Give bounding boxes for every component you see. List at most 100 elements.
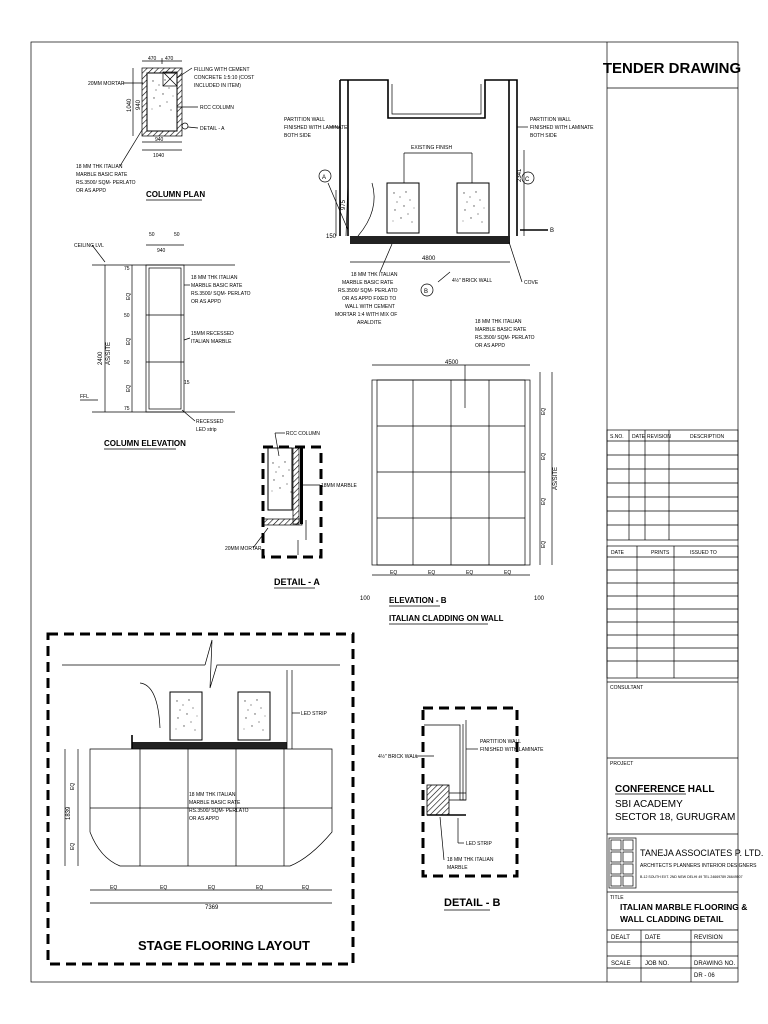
cp-detail-a: DETAIL - A	[200, 126, 225, 132]
col-description: DESCRIPTION	[690, 434, 725, 440]
sp-marble-6: MORTAR 1:4 WITH MIX OF	[335, 312, 397, 318]
sp-d975: 975	[341, 199, 347, 210]
tender-drawing-header: TENDER DRAWING	[603, 60, 741, 77]
cp-dim-top1: 470	[148, 56, 157, 62]
column-elevation-title: COLUMN ELEVATION	[104, 439, 186, 448]
ce-d50c: 50	[124, 313, 130, 319]
ce-marble-3: RS.3500/ SQM- PERLATO	[191, 291, 251, 297]
project-line3: SECTOR 18, GURUGRAM	[615, 812, 735, 823]
sp-cove: COVE	[524, 280, 539, 286]
column-plan: 470 470 1040 940 940 1040 20MM MORTAR FI…	[76, 56, 254, 201]
revision-label: REVISION	[694, 935, 723, 941]
sp-partition-l1: PARTITION WALL	[284, 117, 325, 123]
sf-marble-2: MARBLE BASIC RATE	[189, 800, 241, 806]
project-line2: SBI ACADEMY	[615, 799, 683, 810]
sheet-title-line2: WALL CLADDING DETAIL	[620, 914, 724, 924]
ce-d75b: 75	[124, 406, 130, 412]
da-marble: 18MM MARBLE	[321, 483, 358, 489]
sf-marble-1: 18 MM THK ITALIAN	[189, 792, 236, 798]
elevation-b-title: ELEVATION - B	[389, 596, 447, 605]
eb-as-site: AS/SITE	[553, 467, 559, 490]
firm-address: B-12 SOUTH EXT. 2ND NEW DELHI 49 TEL 246…	[640, 875, 743, 879]
eb-width: 4500	[445, 360, 459, 366]
prints-col-prints: PRINTS	[651, 550, 670, 556]
prints-col-issued: ISSUED TO	[690, 550, 717, 556]
db-marble-1: 18 MM THK ITALIAN	[447, 857, 494, 863]
col-sno: S.NO.	[610, 434, 624, 440]
cp-dim-bot2: 1040	[153, 153, 164, 159]
sp-partition-l3: BOTH SIDE	[284, 133, 312, 139]
drawing-no-label: DRAWING NO.	[694, 961, 735, 967]
ce-eq2: EQ	[126, 338, 132, 345]
sf-depth: 1839	[66, 806, 72, 820]
ce-d15: 15	[184, 380, 190, 386]
sf-led: LED STRIP	[301, 711, 328, 717]
eb-eq-h4: EQ	[504, 570, 511, 576]
sp-marble-3: RS.3500/ SQM- PERLATO	[338, 288, 398, 294]
prints-table: DATE PRINTS ISSUED TO	[606, 545, 739, 679]
job-no-label: JOB NO.	[645, 961, 669, 967]
project-name: CONFERENCE HALL	[615, 784, 714, 795]
ce-marble-2: MARBLE BASIC RATE	[191, 283, 243, 289]
ce-marble-1: 18 MM THK ITALIAN	[191, 275, 238, 281]
revision-table: S.NO. DATE REVISION DESCRIPTION	[606, 429, 739, 541]
consultant-label: CONSULTANT	[610, 685, 643, 691]
cp-dim-top2: 470	[165, 56, 174, 62]
sf-eq-h2: EQ	[160, 885, 167, 891]
ce-marble-4: OR AS APPD	[191, 299, 221, 305]
sp-existing: EXISTING FINISH	[411, 145, 453, 151]
elevation-b: 18 MM THK ITALIAN MARBLE BASIC RATE RS.3…	[360, 319, 559, 625]
sf-eq-v1: EQ	[70, 783, 76, 790]
eb-d100l: 100	[360, 596, 371, 602]
sf-eq-h1: EQ	[110, 885, 117, 891]
firm-subtitle: ARCHITECTS PLANNERS INTERIOR DESIGNERS	[640, 863, 757, 869]
ce-height: 2400	[98, 351, 104, 365]
cp-marble-2: MARBLE BASIC RATE	[76, 172, 128, 178]
sf-eq-h3: EQ	[208, 885, 215, 891]
ce-d50a: 50	[149, 232, 155, 238]
sp-tag-c: C	[525, 177, 530, 183]
title-label: TITLE	[610, 895, 624, 901]
db-marble-2: MARBLE	[447, 865, 468, 871]
sp-tag-b: B	[424, 289, 428, 295]
ce-led-1: RECESSED	[196, 419, 224, 425]
cp-mortar: 20MM MORTAR	[88, 81, 125, 87]
cp-dim-bot1: 940	[155, 137, 164, 143]
sp-tag-a: A	[322, 175, 326, 181]
ce-recess-2: ITALIAN MARBLE	[191, 339, 232, 345]
sp-d4800: 4800	[422, 256, 436, 262]
grid-tag-b	[420, 283, 434, 297]
sp-partition-r2: FINISHED WITH LAMINATE	[530, 125, 594, 131]
db-brick: 4½" BRICK WALL	[378, 753, 418, 760]
sp-marble-4: OR AS APPD FIXED TO	[342, 296, 396, 302]
firm-logo	[608, 837, 637, 889]
sf-width: 7369	[205, 905, 219, 911]
cp-marble-4: OR AS APPD	[76, 188, 106, 194]
ce-ffl: FFL	[80, 394, 89, 400]
elevation-b-subtitle: ITALIAN CLADDING ON WALL	[389, 614, 504, 623]
ce-d75a: 75	[124, 266, 130, 272]
sp-sec-b: B	[550, 228, 554, 234]
ce-d940: 940	[157, 248, 166, 254]
detail-a: RCC COLUMN 18MM MARBLE 20MM MORTAR DETAI…	[225, 431, 358, 589]
ce-ceiling: CEILING LVL	[74, 243, 104, 249]
eb-eq-v4: EQ	[541, 541, 547, 548]
project-label: PROJECT	[610, 761, 633, 767]
cp-dim-side1: 1040	[127, 98, 133, 112]
sp-brick: 4½" BRICK WALL	[452, 277, 492, 284]
scale-label: SCALE	[611, 961, 631, 967]
sf-marble-3: RS.3500/ SQM- PERLATO	[189, 808, 249, 814]
drawing-no: DR - 06	[694, 973, 715, 979]
eb-marble-1: 18 MM THK ITALIAN	[475, 319, 522, 325]
cp-marble-1: 18 MM THK ITALIAN	[76, 164, 123, 170]
eb-marble-3: RS.3500/ SQM- PERLATO	[475, 335, 535, 341]
cp-rcc: RCC COLUMN	[200, 105, 234, 111]
sf-eq-h4: EQ	[256, 885, 263, 891]
db-partition-1: PARTITION WALL	[480, 739, 521, 745]
dealt-label: DEALT	[611, 935, 630, 941]
sp-partition-r3: BOTH SIDE	[530, 133, 558, 139]
sf-eq-v2: EQ	[70, 843, 76, 850]
ce-eq3: EQ	[126, 385, 132, 392]
ce-eq1: EQ	[126, 293, 132, 300]
